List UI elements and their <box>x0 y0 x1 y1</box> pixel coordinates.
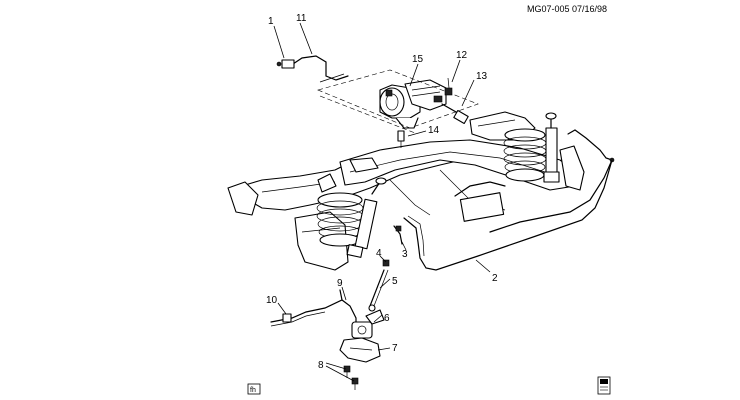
air-line-center <box>454 181 506 222</box>
callout-7: 7 <box>392 343 398 354</box>
fitting-3 <box>393 225 403 245</box>
height-sensor-link <box>368 269 389 312</box>
link-bolt <box>382 259 390 267</box>
fh-badge-text: fh <box>250 387 256 394</box>
callout-labels: 1 11 15 12 13 14 2 3 4 5 9 10 6 7 8 <box>266 13 498 371</box>
diagram-code: MG07-005 07/16/98 <box>527 4 607 14</box>
bracket-bolts <box>343 365 359 390</box>
compressor-bracket-outline <box>317 69 479 134</box>
callout-5: 5 <box>392 276 398 287</box>
exhaust-valve <box>276 59 295 69</box>
wiring-harness <box>270 289 357 331</box>
callout-12: 12 <box>456 50 468 61</box>
fitting <box>444 77 453 96</box>
callout-15: 15 <box>412 54 424 65</box>
left-shock-absorber <box>346 177 387 258</box>
bolt <box>397 130 405 148</box>
hose-13 <box>441 103 469 125</box>
left-coil-spring <box>316 192 364 247</box>
callout-13: 13 <box>476 71 488 82</box>
air-compressor <box>379 79 447 129</box>
height-sensor <box>351 309 385 339</box>
callout-4: 4 <box>376 248 382 259</box>
right-shock-absorber <box>543 112 560 183</box>
callout-9: 9 <box>337 278 343 289</box>
air-line-upper <box>289 55 349 83</box>
callout-1: 1 <box>268 16 274 27</box>
callout-14: 14 <box>428 125 440 136</box>
fh-badge: fh <box>247 383 261 395</box>
manual-icon <box>597 376 611 395</box>
callout-2: 2 <box>492 273 498 284</box>
air-line-2 <box>403 159 613 271</box>
sensor-bracket <box>339 337 381 363</box>
callout-11: 11 <box>296 13 307 24</box>
callout-10: 10 <box>266 295 278 306</box>
callout-3: 3 <box>402 249 408 260</box>
leader-lines <box>273 22 491 382</box>
callout-8: 8 <box>318 360 324 371</box>
callout-6: 6 <box>384 313 390 324</box>
